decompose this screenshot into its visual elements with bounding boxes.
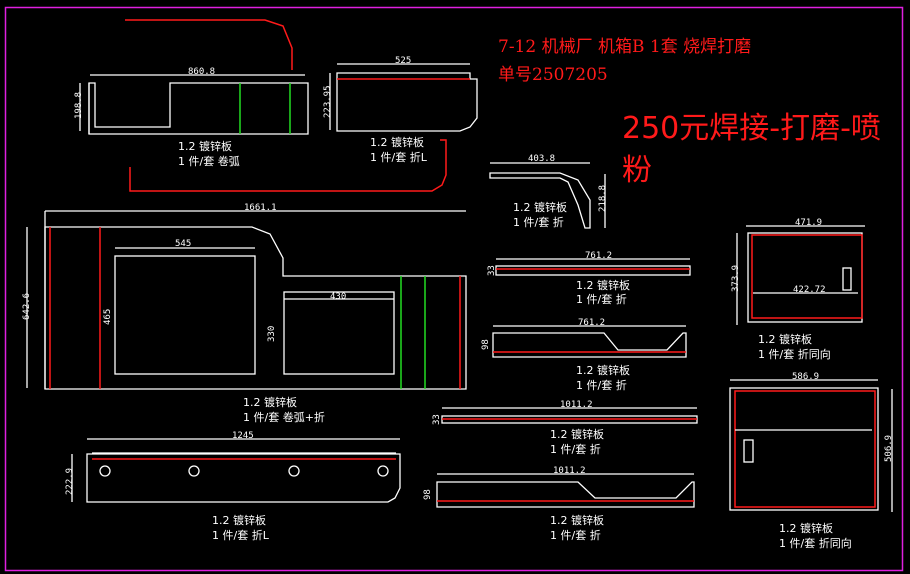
qty-process-label: 1 件/套 卷弧+折 xyxy=(243,410,325,424)
material-label: 1.2 镀锌板 xyxy=(550,513,604,527)
hole xyxy=(377,465,389,477)
price-note-line2: 粉 xyxy=(622,153,652,188)
material-label: 1.2 镀锌板 xyxy=(513,200,567,214)
dim-width: 403.8 xyxy=(528,154,555,164)
dim-height: 198.8 xyxy=(74,92,84,119)
qty-process-label: 1 件/套 卷弧 xyxy=(178,154,240,168)
dim-height: 223.95 xyxy=(323,85,333,118)
dim-height: 506.9 xyxy=(884,435,894,462)
dim-height: 98 xyxy=(423,489,433,500)
price-note: 250元焊接-打磨-喷 xyxy=(622,111,881,146)
drawing-frame xyxy=(4,6,904,572)
part-7[interactable]: 471.9 422.72 373.9 1.2 镀锌板 1 件/套 折同向 xyxy=(731,218,865,361)
part-4[interactable]: 1661.1 642.6 545 465 430 330 1.2 镀锌板 1 件… xyxy=(22,203,467,424)
material-label: 1.2 镀锌板 xyxy=(576,363,630,377)
dim-cutout1-width: 545 xyxy=(175,239,191,249)
dim-width: 1245 xyxy=(232,431,254,441)
dim-cutout2-height: 330 xyxy=(267,326,277,342)
qty-process-label: 1 件/套 折 xyxy=(576,378,627,392)
dim-width: 586.9 xyxy=(792,372,819,382)
material-label: 1.2 镀锌板 xyxy=(212,513,266,527)
part-2[interactable]: 525 223.95 1.2 镀锌板 1 件/套 折L xyxy=(323,56,478,164)
qty-process-label: 1 件/套 折同向 xyxy=(779,536,852,550)
qty-process-label: 1 件/套 折 xyxy=(576,292,627,306)
dim-width: 1011.2 xyxy=(553,466,586,476)
dim-cutout2-width: 430 xyxy=(330,292,346,302)
order-number: 单号2507205 xyxy=(498,65,608,85)
group-marker-top xyxy=(125,19,293,70)
dim-height: 33 xyxy=(487,265,497,276)
qty-process-label: 1 件/套 折同向 xyxy=(758,347,831,361)
dim-width: 471.9 xyxy=(795,218,822,228)
dim-width: 860.8 xyxy=(188,67,215,77)
dim-height: 98 xyxy=(481,339,491,350)
qty-process-label: 1 件/套 折 xyxy=(550,528,601,542)
material-label: 1.2 镀锌板 xyxy=(550,427,604,441)
qty-process-label: 1 件/套 折L xyxy=(212,528,270,542)
part-5[interactable]: 761.2 33 1.2 镀锌板 1 件/套 折 xyxy=(487,251,691,306)
part-11[interactable]: 586.9 506.9 1.2 镀锌板 1 件/套 折同向 xyxy=(729,372,894,550)
hole xyxy=(99,465,111,477)
part-9[interactable]: 1011.2 98 1.2 镀锌板 1 件/套 折 xyxy=(423,466,695,542)
part-10[interactable]: 1245 222.9 1.2 镀锌板 1 件/套 折L xyxy=(65,431,401,542)
dim-height: 222.9 xyxy=(65,468,75,495)
part-1[interactable]: 860.8 198.8 1.2 镀锌板 1 件/套 卷弧 xyxy=(74,67,309,168)
dim-height: 373.9 xyxy=(731,265,741,292)
dim-width: 761.2 xyxy=(585,251,612,261)
dim-width: 525 xyxy=(395,56,411,66)
part-3[interactable]: 403.8 218.8 1.2 镀锌板 1 件/套 折 xyxy=(489,154,608,229)
qty-process-label: 1 件/套 折L xyxy=(370,150,428,164)
part-6[interactable]: 761.2 98 1.2 镀锌板 1 件/套 折 xyxy=(481,318,687,392)
dim-width: 761.2 xyxy=(578,318,605,328)
order-title: 7-12 机械厂 机箱B 1套 烧焊打磨 xyxy=(498,37,751,57)
part-8[interactable]: 1011.2 33 1.2 镀锌板 1 件/套 折 xyxy=(432,400,698,456)
material-label: 1.2 镀锌板 xyxy=(779,521,833,535)
material-label: 1.2 镀锌板 xyxy=(243,395,297,409)
material-label: 1.2 镀锌板 xyxy=(370,135,424,149)
dim-width: 1011.2 xyxy=(560,400,593,410)
dim-height: 33 xyxy=(432,414,442,425)
dim-cutout1-height: 465 xyxy=(103,309,113,325)
dim-height: 218.8 xyxy=(598,185,608,212)
dim-inner-width: 422.72 xyxy=(793,285,826,295)
dim-width: 1661.1 xyxy=(244,203,277,213)
material-label: 1.2 镀锌板 xyxy=(178,139,232,153)
dim-height: 642.6 xyxy=(22,293,32,320)
qty-process-label: 1 件/套 折 xyxy=(513,215,564,229)
material-label: 1.2 镀锌板 xyxy=(758,332,812,346)
qty-process-label: 1 件/套 折 xyxy=(550,442,601,456)
hole xyxy=(288,465,300,477)
group-marker-bottom xyxy=(129,139,447,192)
hole xyxy=(188,465,200,477)
material-label: 1.2 镀锌板 xyxy=(576,278,630,292)
